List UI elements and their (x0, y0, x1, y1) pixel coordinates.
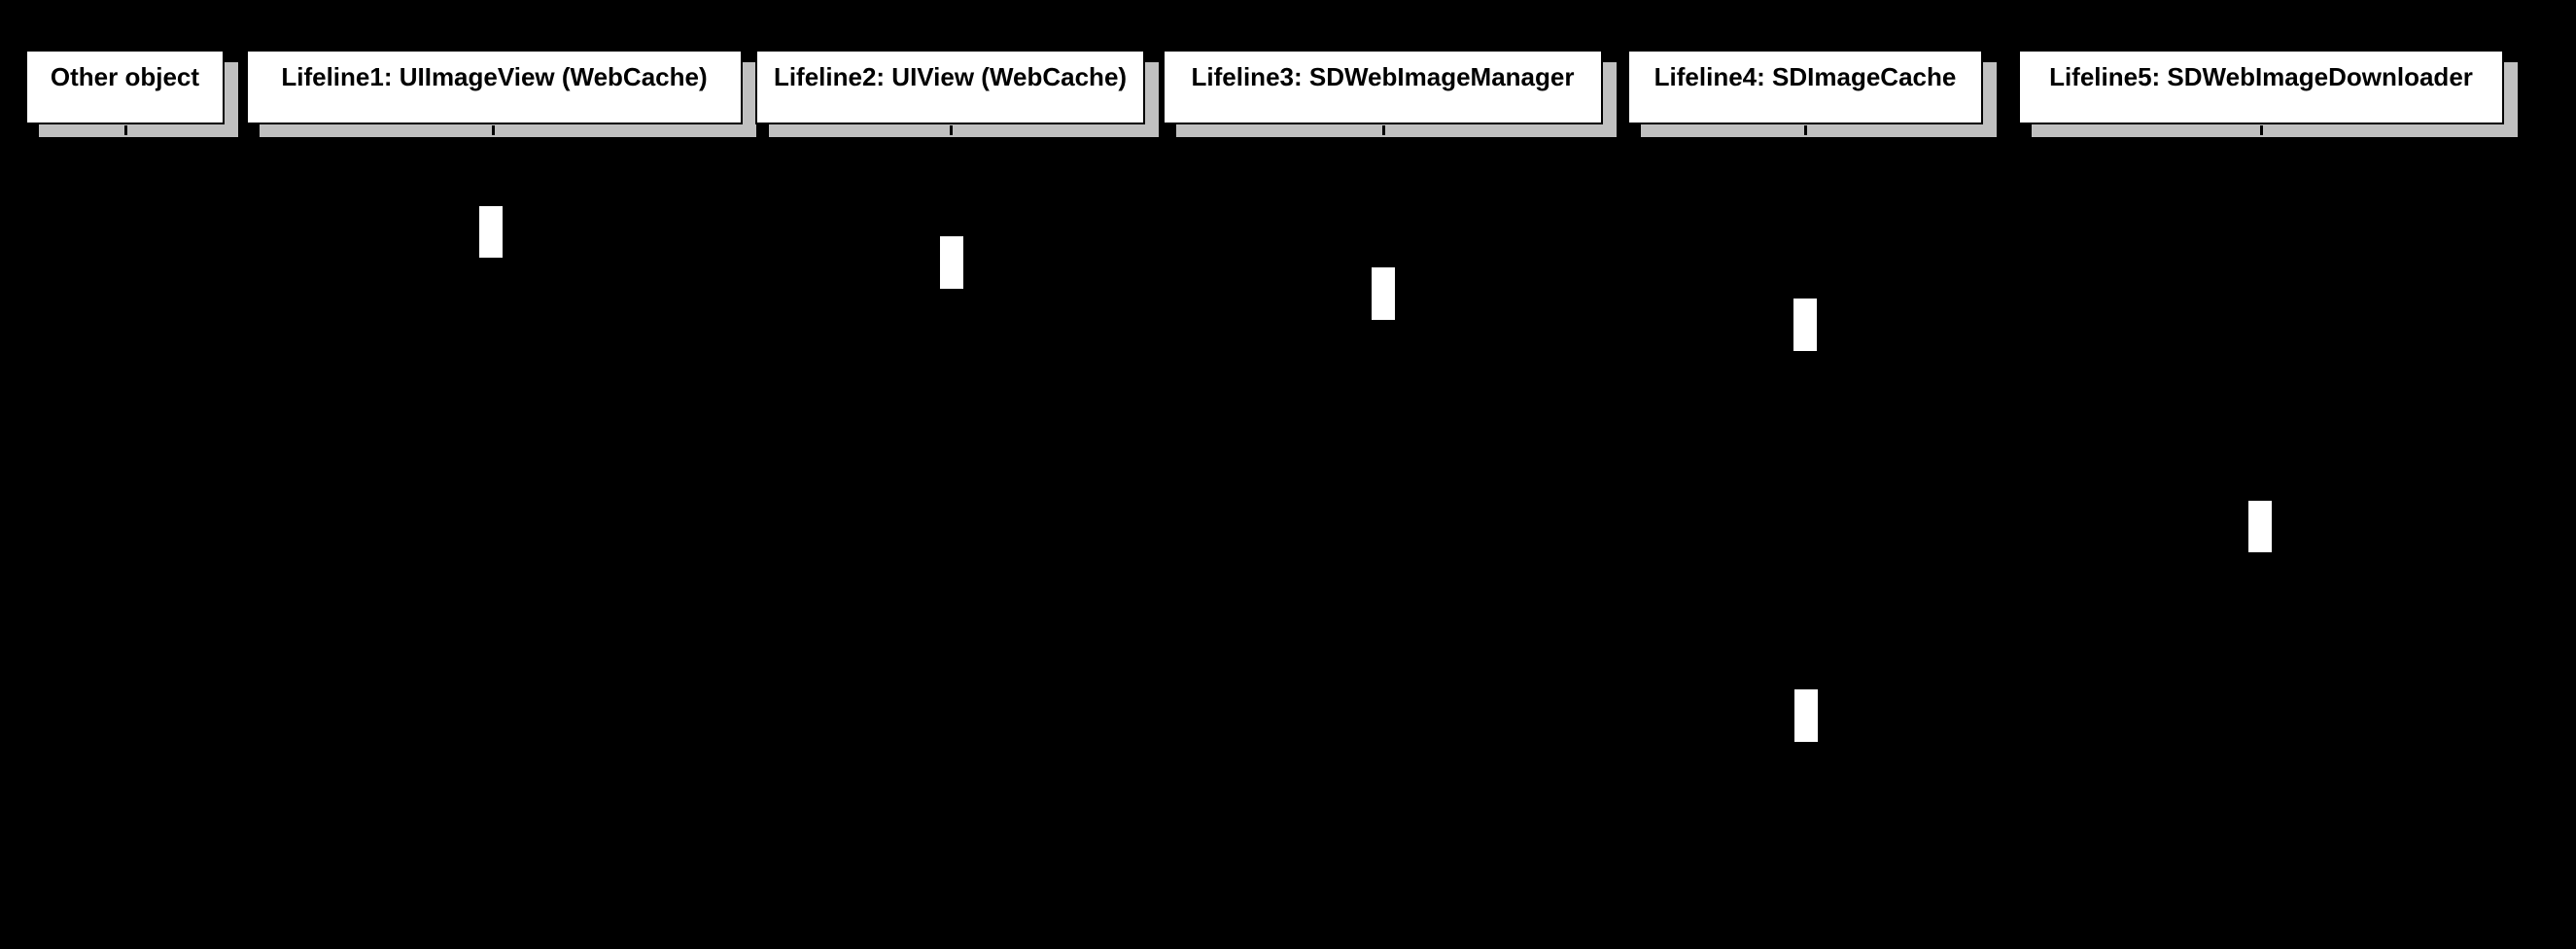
lifeline-label: Other object (50, 62, 200, 91)
lifeline-label: Lifeline5: SDWebImageDownloader (2049, 62, 2473, 91)
lifeline-head-sdimagecache: Lifeline4: SDImageCache (1627, 50, 1983, 124)
lifeline-start-tick (2260, 125, 2263, 135)
lifeline-head-other-object: Other object (25, 50, 225, 124)
lifeline-start-tick (492, 125, 495, 135)
lifeline-head-sdwebimagemanager: Lifeline3: SDWebImageManager (1163, 50, 1603, 124)
lifeline-label: Lifeline3: SDWebImageManager (1191, 62, 1575, 91)
lifeline-label: Lifeline2: UIView (WebCache) (773, 62, 1128, 91)
activation-bar-lifeline4-second (1794, 689, 1818, 742)
lifeline-start-tick (1382, 125, 1385, 135)
activation-bar-lifeline3 (1372, 267, 1395, 320)
lifeline-start-tick (1804, 125, 1807, 135)
activation-bar-lifeline2 (940, 236, 963, 289)
lifeline-head-sdwebimagedownloader: Lifeline5: SDWebImageDownloader (2018, 50, 2504, 124)
lifeline-label: Lifeline4: SDImageCache (1654, 62, 1957, 91)
lifeline-start-tick (950, 125, 953, 135)
activation-bar-lifeline4-first (1793, 299, 1817, 351)
lifeline-head-uiimageview-webcache: Lifeline1: UIImageView (WebCache) (246, 50, 743, 124)
lifeline-head-uiview-webcache: Lifeline2: UIView (WebCache) (755, 50, 1145, 124)
lifeline-label: Lifeline1: UIImageView (WebCache) (281, 62, 708, 91)
activation-bar-lifeline1 (479, 206, 503, 258)
activation-bar-lifeline5 (2248, 501, 2272, 552)
lifeline-start-tick (124, 125, 127, 135)
